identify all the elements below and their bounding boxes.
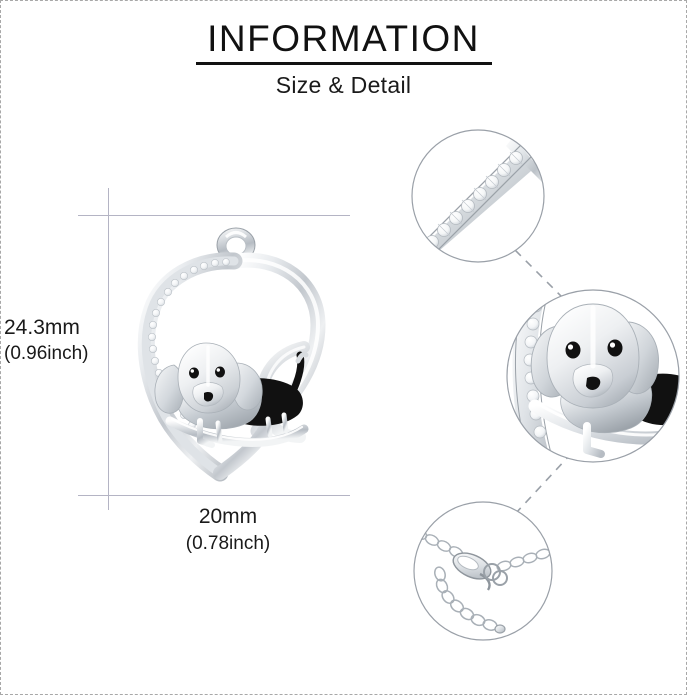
- height-value: 24.3mm: [4, 316, 80, 339]
- dog-eye-left-detail: [565, 341, 581, 359]
- dog-nose-detail: [586, 376, 601, 390]
- header: INFORMATION Size & Detail: [0, 18, 687, 99]
- height-dimension-label: 24.3mm (0.96inch): [4, 315, 108, 366]
- pendant-inner-bar: [165, 416, 309, 447]
- width-value: 20mm: [198, 505, 258, 528]
- extender-chain: [434, 566, 498, 631]
- detail-circle-outline: [411, 129, 545, 263]
- measure-guide-bottom: [78, 495, 350, 496]
- dog-eye-right-detail: [607, 339, 623, 357]
- detail-circle-cz-setting: [410, 128, 546, 264]
- detail-circle-outline: [506, 289, 680, 463]
- detail-circle-chain-clasp: [412, 500, 554, 642]
- dog-eye-right: [215, 366, 225, 378]
- width-dimension-label: 20mm (0.78inch): [148, 503, 308, 557]
- pendant-product-image: [108, 215, 358, 505]
- dog-eye-left: [189, 367, 199, 379]
- dog-nose: [204, 392, 214, 402]
- measure-guide-left: [108, 188, 109, 510]
- detail-circle-dog-face: [505, 288, 681, 464]
- page-subtitle: Size & Detail: [275, 72, 412, 98]
- page-title: INFORMATION: [207, 18, 480, 59]
- detail-circle-outline: [413, 501, 553, 641]
- chain-clasp-art: [414, 502, 552, 640]
- lobster-clasp: [452, 552, 492, 591]
- width-inches: (0.78inch): [185, 533, 271, 554]
- dachshund-figure: [154, 342, 309, 448]
- dog-face-art: [507, 290, 679, 462]
- title-underline: [195, 62, 492, 65]
- measure-guide-top: [78, 215, 350, 216]
- pendant-svg: [137, 227, 326, 482]
- height-inches: (0.96inch): [4, 343, 89, 364]
